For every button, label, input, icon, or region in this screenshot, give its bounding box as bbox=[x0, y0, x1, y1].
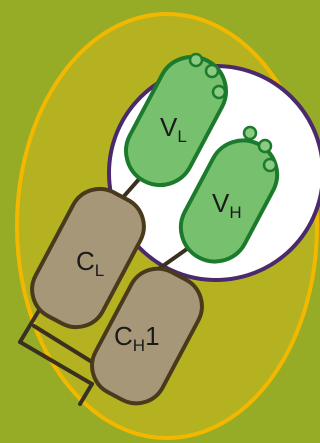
vl-bead bbox=[190, 54, 202, 66]
vh-bead bbox=[264, 159, 276, 171]
vl-bead bbox=[206, 65, 218, 77]
vh-bead bbox=[244, 127, 256, 139]
vl-bead bbox=[213, 86, 225, 98]
vh-bead bbox=[259, 140, 271, 152]
